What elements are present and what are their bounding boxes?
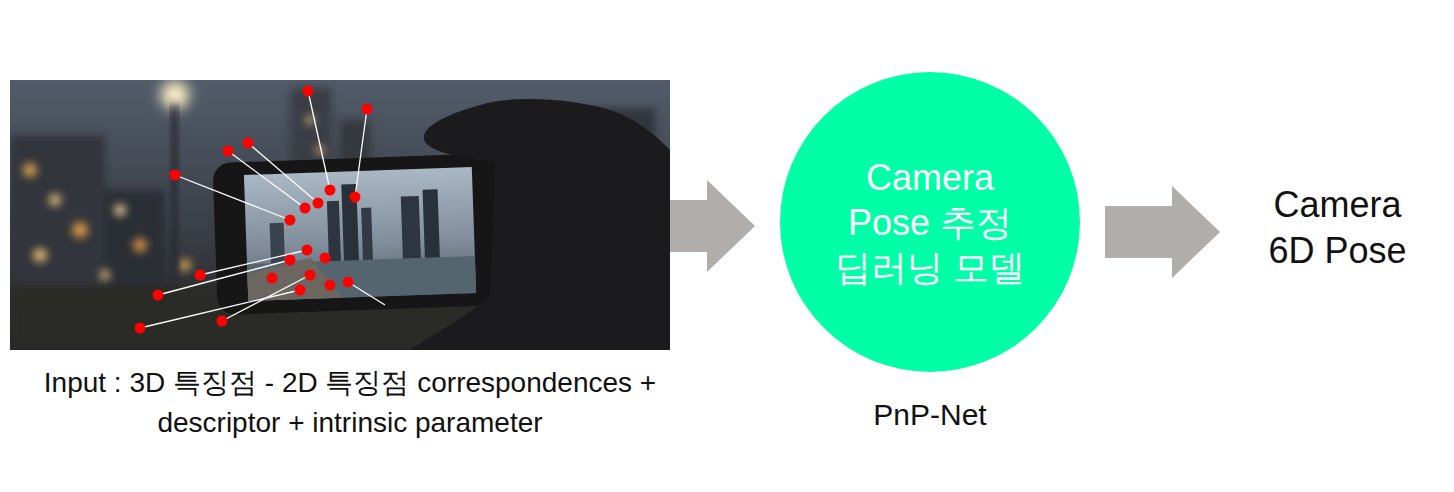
photo-frame (10, 80, 670, 350)
circle-text-area: Camera Pose 추정 딥러닝 모델 (780, 72, 1080, 372)
label-text: PnP-Net (720, 396, 1140, 434)
circle-fill (780, 72, 1080, 372)
label-text: Camera Pose 추정 딥러닝 모델 (830, 155, 1030, 290)
output-text-node: Camera 6D Pose (1250, 182, 1425, 274)
label-text: Camera 6D Pose (1250, 182, 1425, 274)
input-image: Input : 3D 특징점 - 2D 특징점 correspondences … (10, 80, 670, 350)
name-label-area: PnP-Net (720, 396, 1140, 434)
caption-area: Input : 3D 특징점 - 2D 특징점 correspondences … (5, 363, 695, 443)
label-text: Input : 3D 특징점 - 2D 특징점 correspondences … (5, 363, 695, 443)
model-circle: Camera Pose 추정 딥러닝 모델PnP-Net (780, 72, 1080, 372)
block-arrow (1105, 186, 1220, 278)
photo-illustration (10, 80, 670, 350)
